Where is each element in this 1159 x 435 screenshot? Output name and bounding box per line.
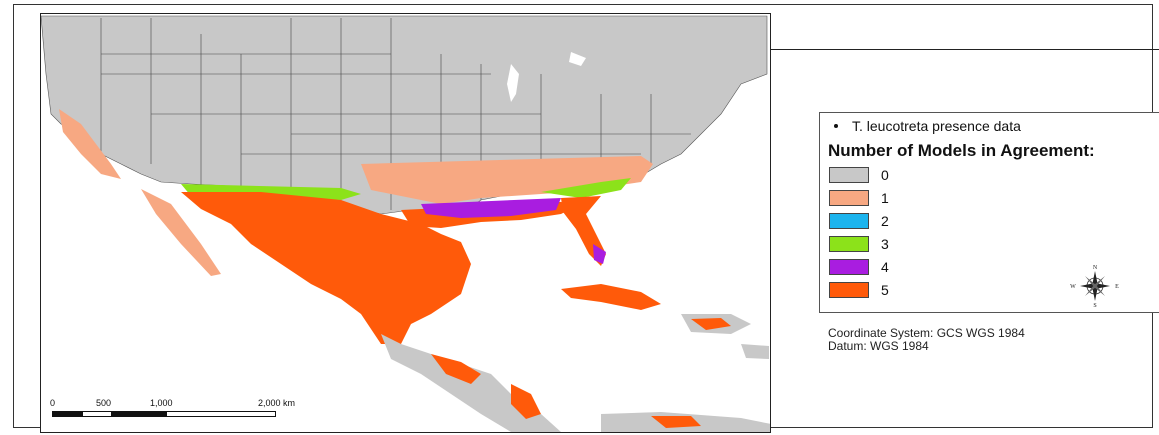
- panel-divider: [771, 49, 1159, 50]
- great-lakes-east: [569, 52, 586, 66]
- south-america-orange: [651, 416, 701, 428]
- compass-e-label: E: [1115, 284, 1119, 290]
- scale-label-2000: 2,000 km: [258, 398, 296, 408]
- legend-title: Number of Models in Agreement:: [828, 141, 1095, 160]
- legend-swatch-0: [829, 167, 869, 183]
- agreement-4-region-florida: [593, 244, 606, 264]
- presence-label: T. leucotreta presence data: [852, 118, 1021, 134]
- coordinate-system-label: Coordinate System: GCS WGS 1984: [828, 326, 1025, 340]
- puerto-rico: [741, 344, 769, 359]
- agreement-1-region-baja: [141, 189, 221, 276]
- scale-seg-3: [112, 411, 166, 417]
- scale-label-0: 0: [50, 398, 56, 408]
- agreement-1-region-west: [59, 109, 121, 179]
- scale-seg-2: [82, 411, 112, 417]
- cuba: [561, 284, 661, 310]
- legend-label-0: 0: [881, 167, 889, 183]
- legend-swatch-3: [829, 236, 869, 252]
- legend: T. leucotreta presence data Number of Mo…: [819, 112, 1159, 313]
- hispaniola-orange: [691, 318, 731, 330]
- compass-s-label: S: [1093, 303, 1096, 308]
- datum-label: Datum: WGS 1984: [828, 339, 929, 353]
- agreement-5-region-central-america: [431, 354, 481, 384]
- legend-label-2: 2: [881, 213, 889, 229]
- legend-swatch-1: [829, 190, 869, 206]
- legend-swatch-4: [829, 259, 869, 275]
- presence-point-symbol: [834, 124, 838, 128]
- agreement-5-region-yucatan: [511, 384, 541, 419]
- scale-label-1000: 1,000: [150, 398, 173, 408]
- legend-swatch-5: [829, 282, 869, 298]
- scale-label-500: 500: [96, 398, 112, 408]
- species-distribution-map: [41, 15, 770, 432]
- compass-w-label: W: [1070, 284, 1076, 290]
- scale-seg-1: [52, 411, 82, 417]
- scale-seg-4: [166, 411, 276, 417]
- coordinate-info: Coordinate System: GCS WGS 1984 Datum: W…: [828, 327, 1025, 353]
- agreement-4-region: [421, 198, 561, 218]
- agreement-3-region-east: [541, 178, 631, 198]
- legend-label-1: 1: [881, 190, 889, 206]
- legend-swatch-2: [829, 213, 869, 229]
- legend-label-5: 5: [881, 282, 889, 298]
- map-panel[interactable]: [40, 13, 771, 433]
- legend-label-4: 4: [881, 259, 889, 275]
- compass-n-label: N: [1093, 265, 1098, 271]
- legend-label-3: 3: [881, 236, 889, 252]
- north-arrow-compass-icon: N S E W: [1070, 265, 1119, 308]
- great-lakes: [507, 64, 519, 102]
- agreement-1-region-south: [361, 156, 653, 204]
- agreement-5-region-mexico: [181, 192, 471, 344]
